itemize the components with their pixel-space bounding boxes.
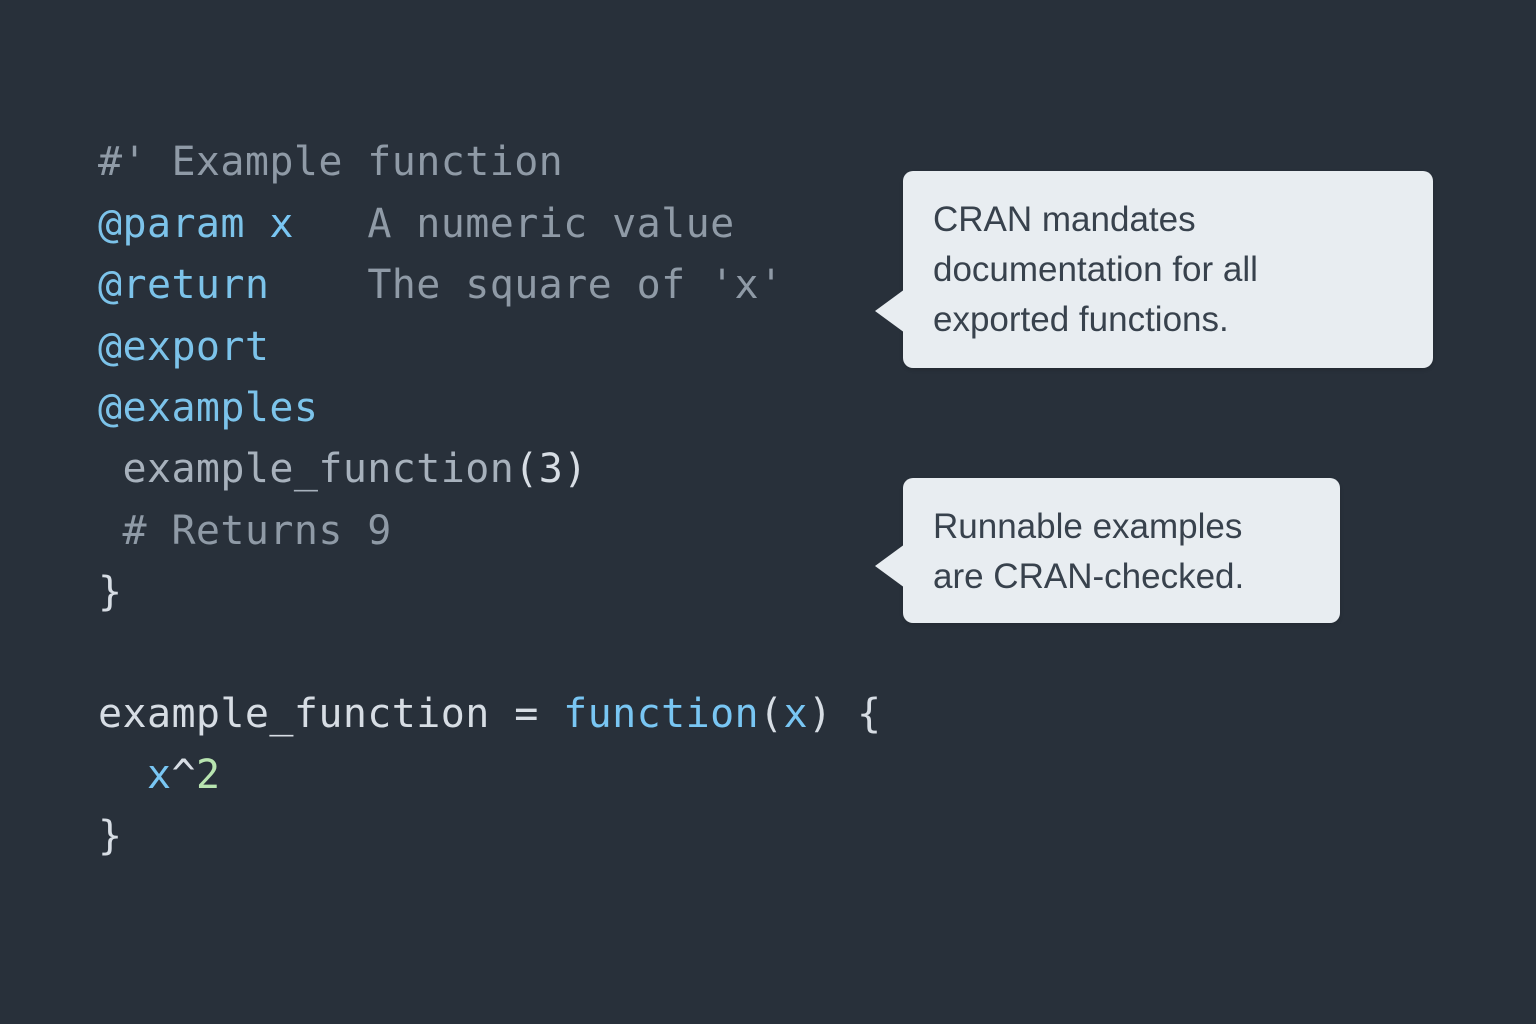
assignment-operator: = xyxy=(514,691,539,737)
callout-text-line: documentation for all xyxy=(933,250,1258,289)
code-line-returns-comment: # Returns 9 xyxy=(98,501,392,561)
return-description: The square of 'x' xyxy=(367,262,784,308)
function-keyword: function xyxy=(563,691,760,737)
examples-tag: @examples xyxy=(98,385,319,431)
closing-brace: } xyxy=(98,569,123,615)
function-parameter: x xyxy=(783,691,808,737)
code-line-return: @return The square of 'x' xyxy=(98,255,784,315)
function-close-paren: ) xyxy=(808,691,833,737)
body-number: 2 xyxy=(195,752,221,798)
param-tag: @param xyxy=(98,201,245,247)
code-line-function-body: x^2 xyxy=(98,745,220,805)
code-line-examples: @examples xyxy=(98,378,318,438)
example-call-name: example_function xyxy=(122,446,515,492)
callout-cran-documentation: CRAN mandates documentation for all expo… xyxy=(875,171,1433,368)
comment-hash: # xyxy=(98,139,123,185)
code-line-example-call: example_function(3) xyxy=(98,439,588,499)
returns-comment: # Returns 9 xyxy=(122,508,392,554)
code-line-function-definition: example_function = function(x) { xyxy=(98,684,881,744)
comment-title: Example function xyxy=(171,139,564,185)
code-line-comment-header: #' Example function xyxy=(98,132,563,192)
code-line-export: @export xyxy=(98,317,269,377)
code-line-function-closing-brace: } xyxy=(98,806,122,866)
export-tag: @export xyxy=(98,324,270,370)
code-line-param: @param x A numeric value xyxy=(98,194,735,254)
function-open-paren: ( xyxy=(759,691,784,737)
body-variable: x xyxy=(146,752,172,798)
function-open-brace: { xyxy=(856,691,882,737)
callout-text-line: Runnable examples xyxy=(933,507,1243,546)
roxygen-marker: ' xyxy=(122,139,147,185)
example-call-open-paren: ( xyxy=(514,446,539,492)
example-call-argument: 3 xyxy=(538,446,564,492)
body-operator: ^ xyxy=(171,752,196,798)
example-call-close-paren: ) xyxy=(563,446,588,492)
param-name: x xyxy=(269,201,294,247)
callout-text-line: exported functions. xyxy=(933,300,1229,339)
code-line-closing-brace: } xyxy=(98,562,122,622)
callout-pointer xyxy=(875,544,905,588)
function-name: example_function xyxy=(98,691,490,737)
param-description: A numeric value xyxy=(367,201,735,247)
return-tag: @return xyxy=(98,262,270,308)
callout-text-line: are CRAN-checked. xyxy=(933,557,1245,596)
callout-pointer xyxy=(875,289,905,333)
callout-text-line: CRAN mandates xyxy=(933,200,1196,239)
callout-runnable-examples: Runnable examples are CRAN-checked. xyxy=(875,478,1340,623)
function-closing-brace: } xyxy=(98,813,123,859)
